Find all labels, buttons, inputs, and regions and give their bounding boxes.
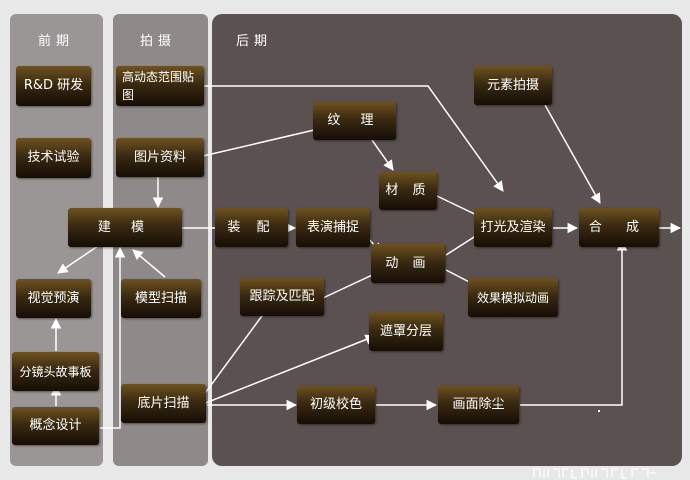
arrow-scan-to-model	[132, 249, 166, 278]
node-build-model[interactable]: 建 模	[68, 208, 182, 247]
node-tracking[interactable]: 跟踪及匹配	[240, 278, 324, 316]
node-hdri[interactable]: 高动态范围贴图	[116, 66, 204, 106]
node-performance-capture[interactable]: 表演捕捉	[296, 208, 370, 247]
column-header-shoot: 拍摄	[140, 34, 177, 49]
node-primary-grade[interactable]: 初级校色	[297, 385, 375, 424]
node-fx-sim[interactable]: 效果模拟动画	[468, 278, 558, 317]
node-roto[interactable]: 遮罩分层	[369, 312, 443, 351]
arrow-plate-to-tracking	[202, 304, 271, 397]
arrow-photo-to-texture	[202, 124, 329, 157]
node-texture[interactable]: 纹 理	[313, 102, 396, 140]
arrow-concept-to-model	[100, 246, 126, 429]
node-material[interactable]: 材 质	[379, 172, 437, 210]
node-animation[interactable]: 动 画	[371, 244, 445, 283]
node-tech-test[interactable]: 技术试验	[16, 138, 91, 178]
arrow-plate-to-roto	[202, 334, 376, 405]
node-plate-scan[interactable]: 底片扫描	[121, 384, 206, 423]
arrow-element-to-composite	[544, 104, 601, 204]
node-model-scan[interactable]: 模型扫描	[121, 279, 201, 318]
arrow-hdri-to-lighting	[203, 85, 504, 192]
column-header-pre: 前期	[38, 34, 75, 49]
arrow-dust-to-composite	[520, 239, 628, 406]
node-photo-ref[interactable]: 图片资料	[116, 138, 204, 177]
node-assembly[interactable]: 装 配	[215, 208, 288, 247]
node-element-shoot[interactable]: 元素拍摄	[474, 66, 552, 105]
node-concept-design[interactable]: 概念设计	[12, 407, 99, 445]
node-rnd[interactable]: R&D 研发	[16, 66, 91, 106]
arrow-texture-to-material	[371, 139, 394, 171]
arrow-model-to-preview	[57, 245, 99, 274]
column-header-post: 后期	[236, 34, 273, 49]
node-lighting-render[interactable]: 打光及渲染	[474, 208, 552, 247]
node-dust-removal[interactable]: 画面除尘	[438, 385, 519, 424]
node-visual-preview[interactable]: 视觉预演	[16, 279, 91, 318]
node-composite[interactable]: 合 成	[579, 208, 659, 247]
decorative-strip	[533, 468, 656, 479]
node-storyboard[interactable]: 分镜头故事板	[12, 352, 99, 391]
stray-dot	[598, 410, 600, 412]
